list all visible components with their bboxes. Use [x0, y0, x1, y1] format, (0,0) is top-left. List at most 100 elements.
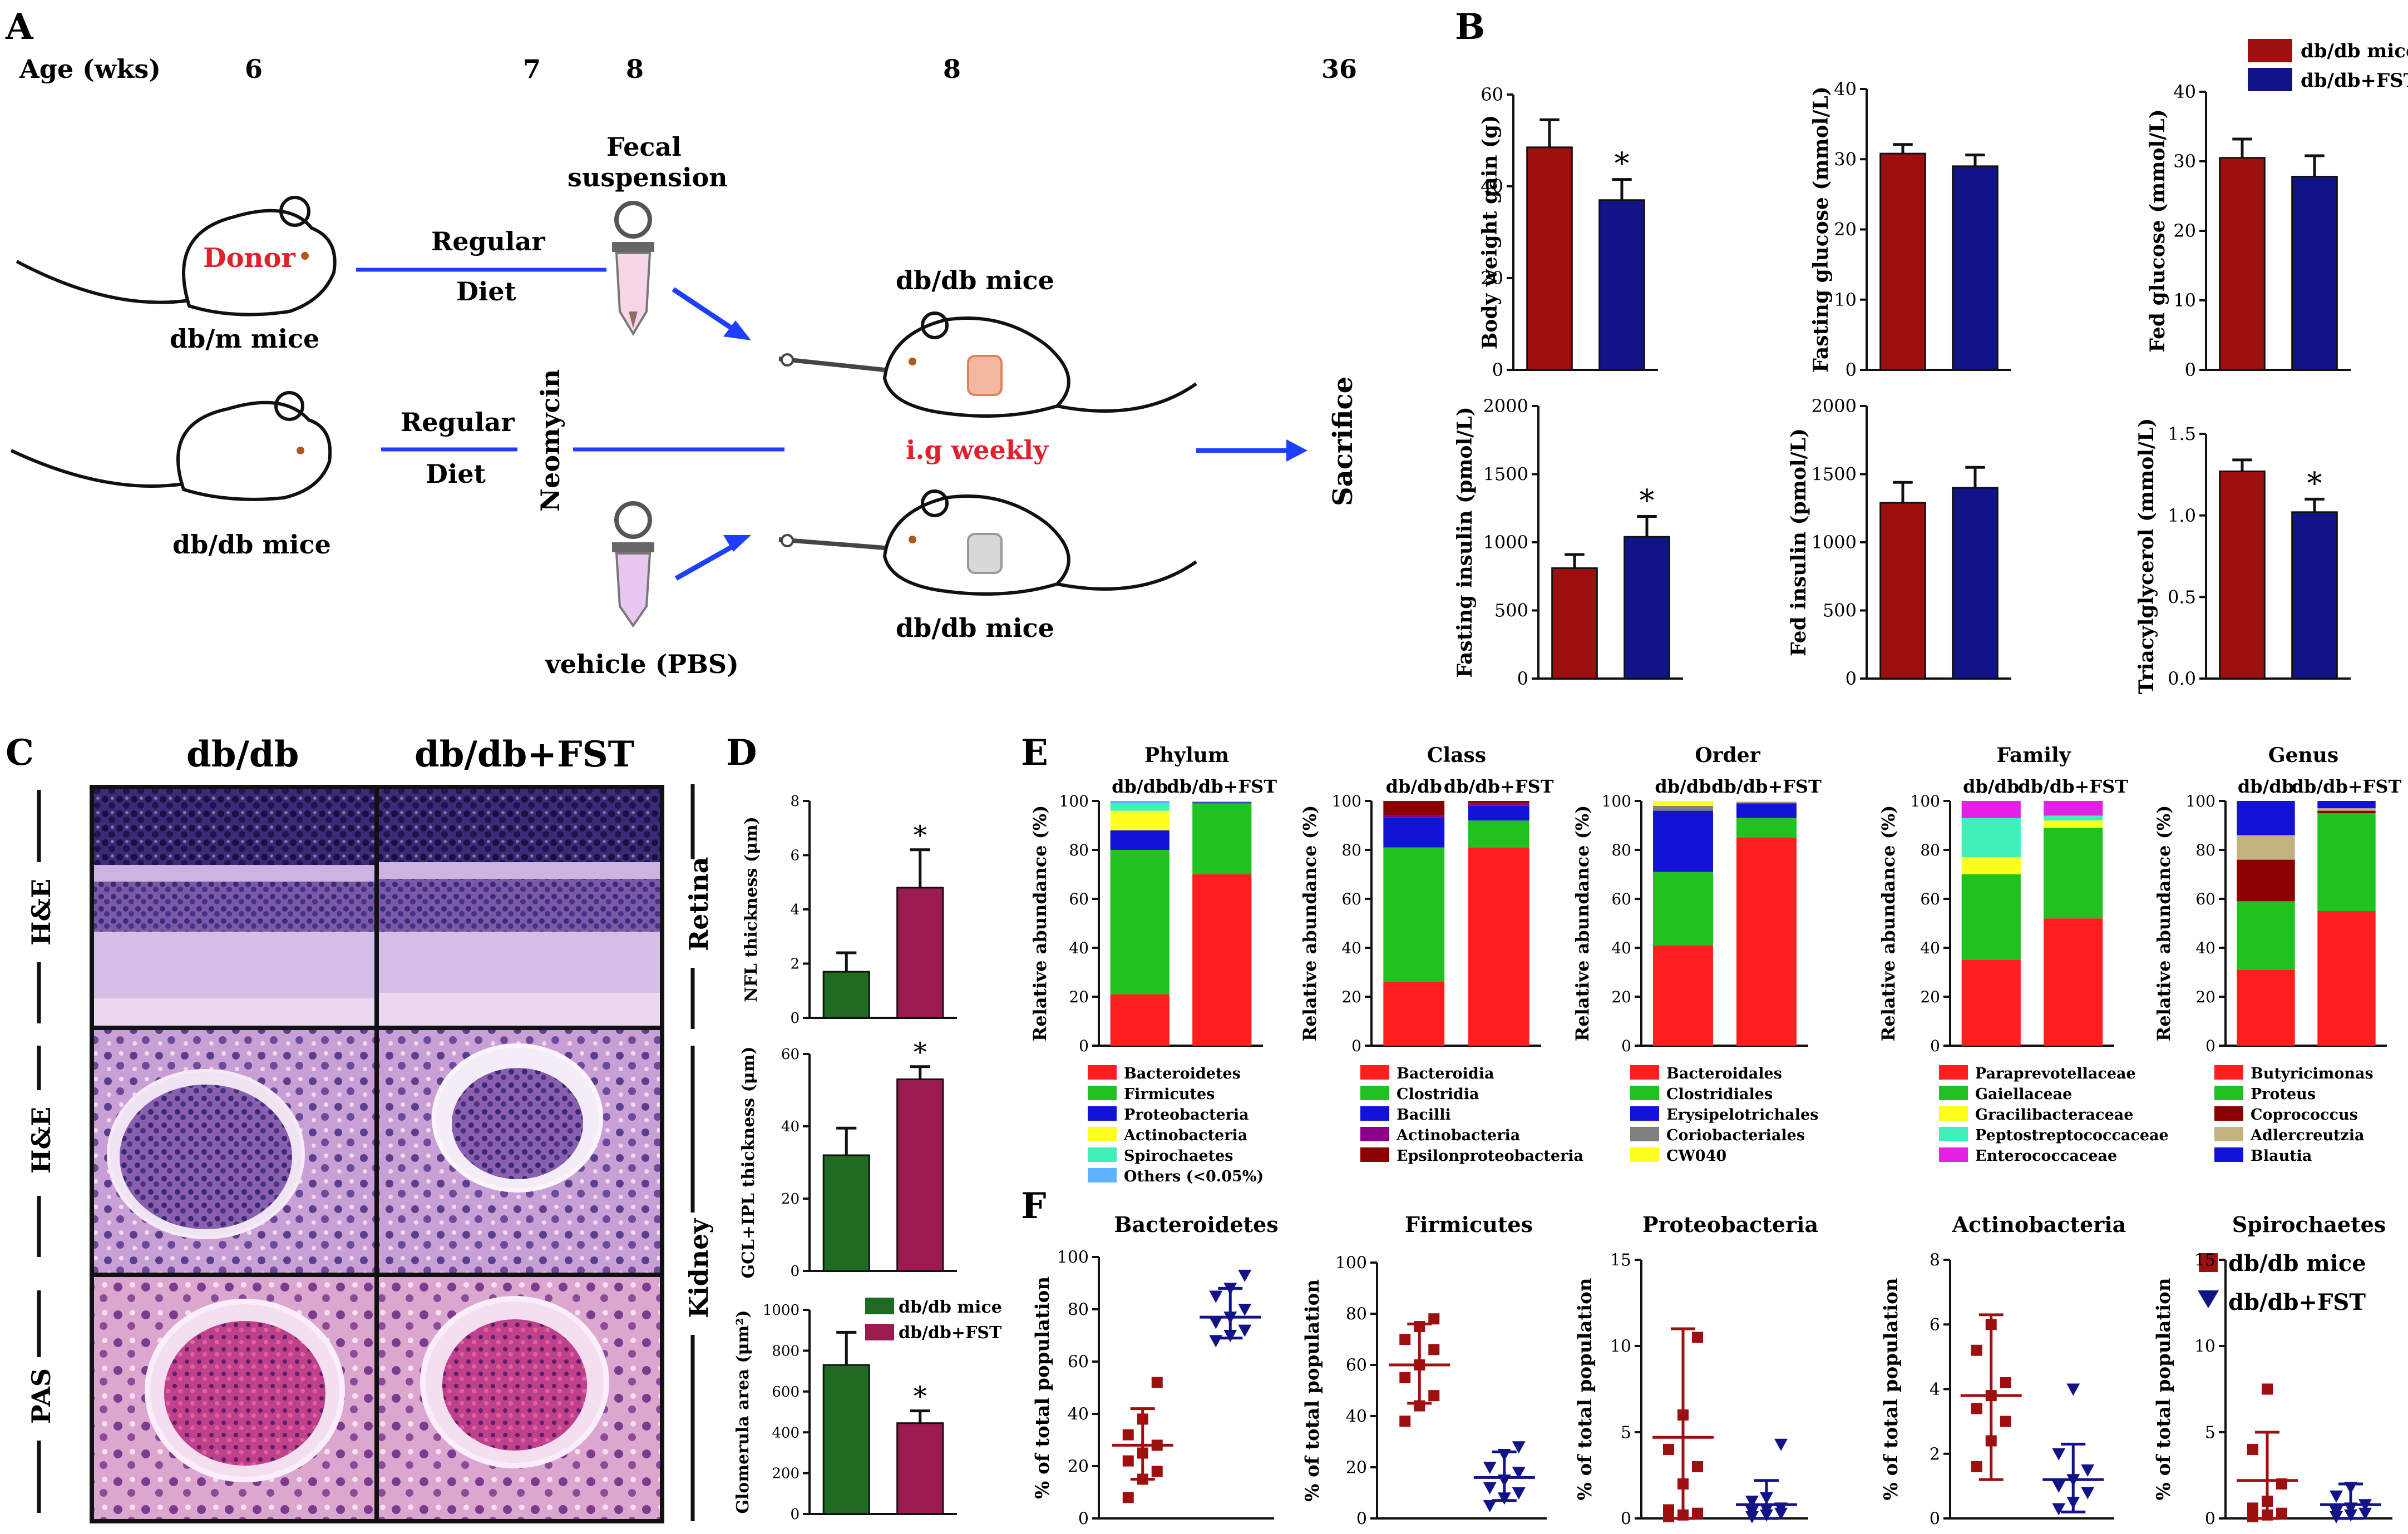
- chart-e5-ylabel: Relative abundance (%): [2153, 805, 2174, 1042]
- chart-b6-sig-1: *: [2307, 466, 2322, 501]
- chart-f2-point-1-6: [1483, 1462, 1497, 1474]
- chart-b5-tick-label-4: 2000: [1812, 395, 1857, 417]
- chart-e2-legend-2: Bacilli: [1397, 1106, 1451, 1124]
- chart-f5-point-1-6: [2330, 1490, 2343, 1503]
- chart-f5-tick-label-3: 15: [2194, 1251, 2215, 1270]
- chart-b2-tick-label-2: 20: [1834, 219, 1857, 240]
- chart-e4-legend-swatch-1: [1939, 1086, 1968, 1100]
- kidney-label: Kidney: [684, 1218, 714, 1318]
- chart-f5-tick-label-2: 10: [2194, 1337, 2215, 1357]
- chart-f4-point-1-4: [2066, 1474, 2080, 1487]
- chart-e2-legend-swatch-0: [1360, 1065, 1389, 1080]
- chart-e4-seg-1-1: [2044, 828, 2103, 919]
- chart-e5-legend-3: Adlercreutzia: [2250, 1127, 2365, 1144]
- chart-e3-legend-swatch-3: [1630, 1127, 1659, 1141]
- chart-b6-tick-label-1: 0.5: [2168, 587, 2196, 608]
- chart-b2-tick-label-1: 10: [1834, 289, 1857, 310]
- chart-f4-ylabel: % of total population: [1880, 1278, 1902, 1500]
- chart-f5-point-0-1: [2262, 1509, 2273, 1521]
- chart-e2-title: Class: [1427, 744, 1486, 767]
- age-8b: 8: [943, 54, 961, 84]
- chart-e5-title: Genus: [2268, 744, 2338, 767]
- chart-e1-tick-label-0: 0: [1079, 1037, 1089, 1055]
- chart-e4-tick-label-5: 100: [1911, 792, 1940, 810]
- chart-e2-seg-0-3: [1383, 815, 1445, 818]
- chart-f2-ylabel: % of total population: [1301, 1279, 1324, 1502]
- chart-e1-legend-0: Bacteroidetes: [1124, 1065, 1241, 1082]
- panel-d-label: D: [726, 732, 757, 774]
- chart-e1-title: Phylum: [1144, 744, 1229, 767]
- chart-b4-bar-1: [1624, 536, 1670, 680]
- chart-e5-legend-swatch-1: [2214, 1086, 2243, 1100]
- chart-e1-legend-swatch-5: [1088, 1168, 1117, 1182]
- chart-e3-tick-label-0: 0: [1621, 1037, 1631, 1055]
- chart-e2-tick-label-1: 20: [1341, 988, 1361, 1006]
- chart-d3-tick-label-0: 0: [790, 1506, 800, 1523]
- age-6: 6: [245, 54, 263, 84]
- chart-b2-bar-1: [1952, 165, 1999, 371]
- chart-f2-point-0-5: [1428, 1344, 1440, 1355]
- chart-e1-tick-label-1: 20: [1069, 988, 1089, 1006]
- chart-b3-ylabel: Fed glucose (mmol/L): [2146, 109, 2169, 352]
- chart-f4-title: Actinobacteria: [1952, 1212, 2126, 1237]
- diet-label-bottom: Diet: [426, 459, 486, 489]
- chart-f5-point-0-3: [2247, 1502, 2258, 1514]
- dbm-label: db/m mice: [170, 324, 319, 354]
- chart-b3-tick-label-4: 40: [2173, 81, 2196, 102]
- chart-e2-seg-0-4: [1383, 801, 1445, 816]
- vehicle-label: vehicle (PBS): [545, 649, 739, 679]
- chart-e2-seg-0-1: [1383, 847, 1445, 982]
- chart-e3-tick-label-5: 100: [1602, 792, 1631, 810]
- chart-e2-seg-1-1: [1468, 820, 1529, 848]
- chart-f4-point-1-0: [2052, 1503, 2066, 1516]
- chart-f4-point-1-5: [2081, 1464, 2095, 1477]
- chart-f4-point-1-1: [2066, 1496, 2080, 1509]
- chart-e4-tick-label-2: 40: [1920, 939, 1940, 957]
- chart-e1-legend-swatch-2: [1088, 1106, 1117, 1121]
- chart-b6-ylabel: Triacylglycerol (mmol/L): [2135, 418, 2158, 695]
- chart-b2-bar-0: [1879, 152, 1926, 371]
- chart-e4-seg-0-0: [1961, 960, 2021, 1046]
- chart-f5-point-1-7: [2344, 1482, 2357, 1495]
- chart-e2-seg-0-2: [1383, 818, 1445, 848]
- chart-f2-point-1-0: [1483, 1500, 1497, 1512]
- legend-d-swatch-dbdb: [865, 1298, 894, 1314]
- chart-b5-tick-label-1: 500: [1823, 600, 1857, 621]
- chart-f3-point-1-4: [1760, 1504, 1773, 1517]
- chart-e5-tick-label-0: 0: [2205, 1037, 2215, 1055]
- chart-e1-legend-4: Spirochaetes: [1124, 1147, 1233, 1165]
- chart-f3-point-0-5: [1692, 1461, 1703, 1472]
- chart-e4-legend-0: Paraprevotellaceae: [1975, 1065, 2136, 1082]
- panel-c: C db/db db/db+FST H&E H&E PAS: [6, 732, 714, 1523]
- chart-e5-seg-1-2: [2317, 810, 2376, 813]
- chart-f3-point-1-5: [1774, 1502, 1788, 1515]
- chart-e1-seg-1-0: [1192, 874, 1252, 1046]
- chart-e1-legend-2: Proteobacteria: [1124, 1106, 1249, 1124]
- chart-e3-seg-1-2: [1736, 803, 1797, 818]
- legend-b-swatch-dbdb: [2248, 39, 2292, 62]
- chart-f3-point-1-6: [1745, 1496, 1759, 1508]
- chart-e2-legend-swatch-3: [1360, 1127, 1389, 1141]
- chart-b4-tick-label-0: 0: [1517, 668, 1528, 689]
- chart-e1-legend-swatch-0: [1088, 1065, 1117, 1080]
- chart-f4-point-1-7: [2066, 1383, 2080, 1396]
- chart-f4-point-0-7: [1985, 1319, 1997, 1330]
- chart-e3-seg-1-1: [1736, 818, 1797, 838]
- legend-f-dbdb: db/db mice: [2228, 1250, 2366, 1276]
- panel-d: D db/db mice db/db+FST: [726, 732, 1002, 1343]
- chart-f5-point-1-2: [2358, 1507, 2372, 1520]
- chart-d1-tick-label-1: 2: [790, 956, 800, 973]
- chart-f3-point-0-3: [1663, 1504, 1674, 1516]
- retina-label: Retina: [684, 857, 714, 951]
- chart-d3-tick-label-1: 200: [772, 1466, 800, 1482]
- chart-e1-seg-0-5: [1110, 801, 1170, 804]
- diet-label-top: Diet: [456, 276, 517, 306]
- chart-e2-tick-label-0: 0: [1351, 1037, 1361, 1055]
- chart-e5-tick-label-4: 80: [2195, 841, 2215, 859]
- chart-d1-bar-1: [896, 887, 944, 1019]
- chart-b2-tick-label-0: 0: [1846, 359, 1857, 380]
- chart-e4-seg-0-4: [1961, 801, 2021, 818]
